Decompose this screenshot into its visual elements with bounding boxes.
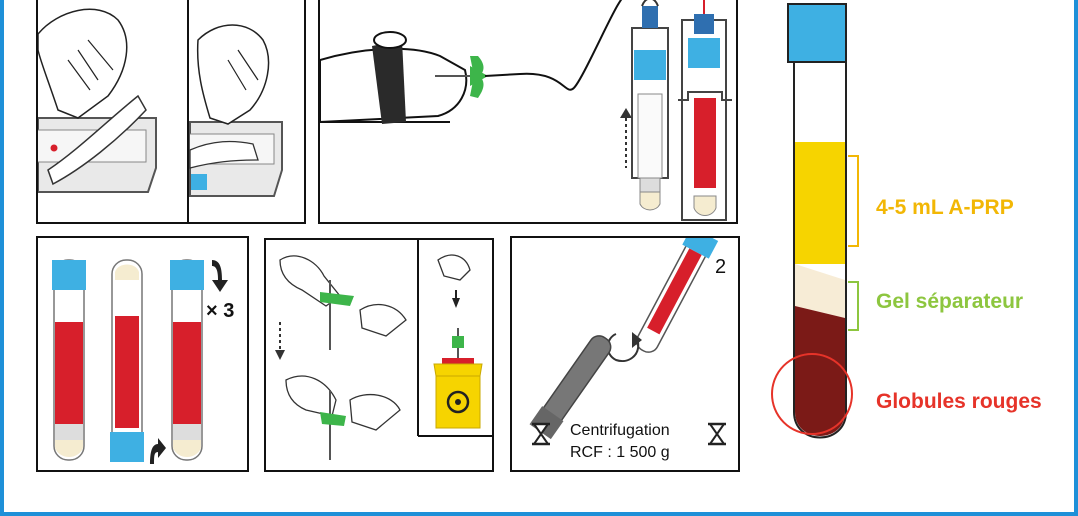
rotation-arrow-icon: [606, 333, 640, 362]
panel-blood-draw: [318, 0, 738, 224]
remove-needle-illustration: [275, 240, 492, 460]
centrifugation-title: Centrifugation: [570, 422, 670, 439]
red-cells-label: Globules rouges: [876, 390, 1042, 413]
times-three-label: × 3: [206, 300, 235, 322]
step-number: 2: [715, 256, 727, 278]
rotate-down-arrow-icon: [212, 260, 228, 292]
hourglass-right-icon: [708, 422, 726, 446]
tube-upright-2: [170, 259, 204, 461]
rcf-value: RCF : 1 500 g: [570, 444, 670, 461]
centrifuge-illustration: [529, 238, 726, 446]
prp-label: 4-5 mL A-PRP: [876, 196, 1014, 219]
panel-invert-tube: × 3: [36, 236, 249, 472]
invert-illustration: [52, 259, 228, 464]
biohazard-icon: [446, 390, 470, 414]
panel-open-blister: [36, 0, 306, 224]
blood-draw-illustration: [320, 0, 732, 221]
gel-label: Gel séparateur: [876, 290, 1024, 313]
blister-illustration: [38, 0, 283, 222]
hourglass-left-icon: [532, 422, 550, 446]
panel-remove-needle: [264, 238, 494, 472]
tube-upright: [52, 259, 86, 461]
panel-centrifugation: 2 Centrifugation RCF : 1 500 g: [510, 236, 740, 472]
tube-inverted: [110, 259, 144, 462]
rotate-up-arrow-icon: [150, 438, 166, 464]
